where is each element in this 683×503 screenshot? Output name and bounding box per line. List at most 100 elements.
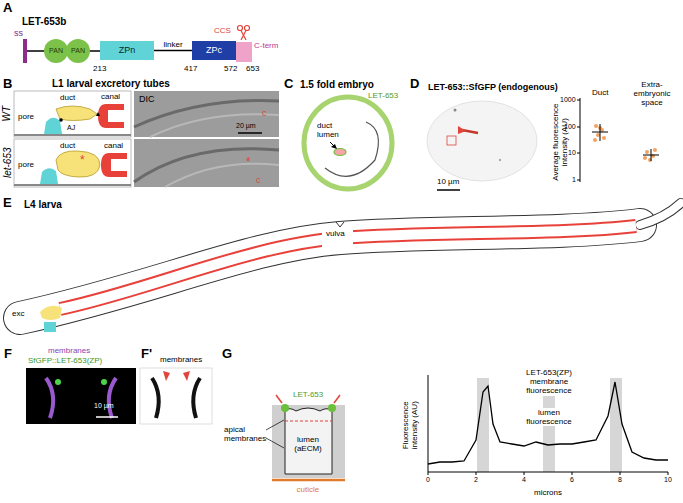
cterm-domain: C-term — [236, 42, 278, 62]
confocal-image-part — [183, 371, 190, 381]
residue-number: 653 — [246, 64, 259, 73]
worm-drawing-part — [640, 203, 681, 225]
genotype-label: let-653 — [1, 147, 13, 178]
scatter-plot-part-part — [653, 148, 657, 152]
dic-image-part — [150, 114, 279, 137]
scale-label: 10 µm — [437, 177, 459, 186]
channel-label: membranes — [48, 346, 90, 355]
asterisk-mark: * — [246, 156, 251, 170]
zp-domain: ZPn — [100, 41, 154, 60]
panel-title: LET-653::SfGFP (endogenous) — [428, 82, 558, 92]
tube-cartoon-part — [14, 91, 131, 137]
site-label: CCS — [214, 26, 231, 35]
tube-cartoon-part — [14, 184, 131, 186]
axis-title: Average fluorescence intensity (AU) — [551, 96, 569, 188]
part-label: cuticle — [297, 485, 320, 494]
scatter-plot-part-part — [593, 138, 597, 142]
axis-title: Fluorescence intensity (AU) — [401, 388, 419, 463]
line-plot-part-part — [668, 472, 669, 475]
tube-cartoon-part — [56, 106, 97, 121]
domain-name: PAN — [71, 47, 85, 55]
worm-drawing-part — [44, 322, 56, 332]
tick-label: 0 — [426, 476, 430, 484]
fluorescence-image-part — [454, 109, 457, 112]
confocal-image-part — [96, 416, 118, 418]
scatter-plot-part-part — [651, 149, 652, 161]
panel-letter: F — [4, 347, 12, 362]
residue-number: 417 — [184, 64, 197, 73]
cleavage-scissors — [238, 26, 250, 41]
tick-label: 6 — [570, 476, 574, 484]
part-label: canal — [104, 141, 123, 150]
scatter-plot-part-part — [594, 124, 598, 128]
tick-label: 1 — [572, 176, 576, 184]
scale-label: 20 µm — [236, 122, 256, 130]
panel-title: L1 larval excretory tubes — [52, 78, 170, 90]
scatter-plot — [577, 98, 659, 182]
zp-domain: ZPc — [192, 41, 236, 60]
confocal-image-part — [55, 379, 61, 385]
tube-cartoon — [14, 91, 131, 187]
tube-cartoon-part — [40, 168, 58, 184]
confocal-image-part — [163, 371, 170, 381]
pan-domain: PAN — [44, 39, 68, 63]
scatter-plot-part-part — [643, 156, 647, 160]
domain-label: ss — [14, 28, 23, 38]
fluorescence-image — [427, 101, 537, 190]
worm-drawing-part — [40, 306, 62, 320]
dic-image — [134, 91, 279, 187]
panel-letter: G — [222, 347, 232, 362]
line-plot-part-part — [476, 472, 477, 475]
tube-cartoon-part — [98, 104, 124, 128]
worm-drawing-part — [20, 225, 640, 318]
category-label: Duct — [592, 88, 608, 97]
tube-cartoon-part — [14, 139, 131, 187]
confocal-image-part — [140, 368, 212, 424]
panel-letter: E — [3, 196, 12, 211]
panel-letter: B — [3, 77, 12, 92]
fluorescence-image-part — [427, 101, 537, 181]
channel-label: membranes — [160, 355, 202, 364]
line-plot-part-part — [524, 472, 525, 475]
lumen-cartoon — [266, 395, 345, 480]
panel-title: 1.5 fold embryo — [300, 79, 374, 91]
tick-label: 10 — [568, 149, 576, 157]
line-plot-part-part — [428, 472, 429, 475]
pan-domain: PAN — [66, 39, 90, 63]
part-label: duct — [60, 141, 75, 150]
tube-cartoon-part — [96, 112, 100, 116]
panel-letter: C — [284, 77, 293, 92]
dic-image-part — [165, 164, 279, 187]
lumen-cartoon-part — [328, 404, 336, 412]
part-label: LET-653 — [368, 91, 398, 100]
lumen-cartoon-part — [276, 395, 282, 403]
scatter-plot-part — [580, 98, 581, 182]
scatter-plot-part-part — [602, 136, 606, 140]
part-label: LET-653 — [293, 390, 323, 399]
embryo-cartoon — [304, 97, 392, 189]
embryo-cartoon-part — [334, 149, 346, 156]
cleavage-scissors-part — [238, 26, 243, 31]
tick-label: 4 — [522, 476, 526, 484]
category-label: Extra-embryonic space — [625, 80, 679, 108]
linker-line — [154, 50, 192, 52]
lumen-cartoon-part — [285, 408, 332, 474]
part-label: apical membranes — [224, 425, 264, 443]
scatter-plot-part — [592, 124, 659, 161]
confocal-image-part — [46, 378, 53, 418]
part-label: pore — [18, 160, 34, 169]
lumen-cartoon-part — [266, 420, 284, 430]
part-label: AJ — [67, 124, 75, 132]
edge-label: linker — [164, 40, 183, 49]
line-plot-part — [428, 375, 429, 472]
genotype-label: WT — [1, 106, 13, 122]
domain-block — [236, 42, 252, 62]
confocal-image-part — [109, 378, 116, 418]
part-label: vulva — [326, 229, 345, 238]
channel-label: SfGFP::LET-653(ZP) — [28, 356, 102, 365]
worm-drawing-part — [336, 222, 344, 227]
dic-image-part — [238, 132, 262, 134]
annotation: lumen fluorescence — [521, 408, 577, 426]
